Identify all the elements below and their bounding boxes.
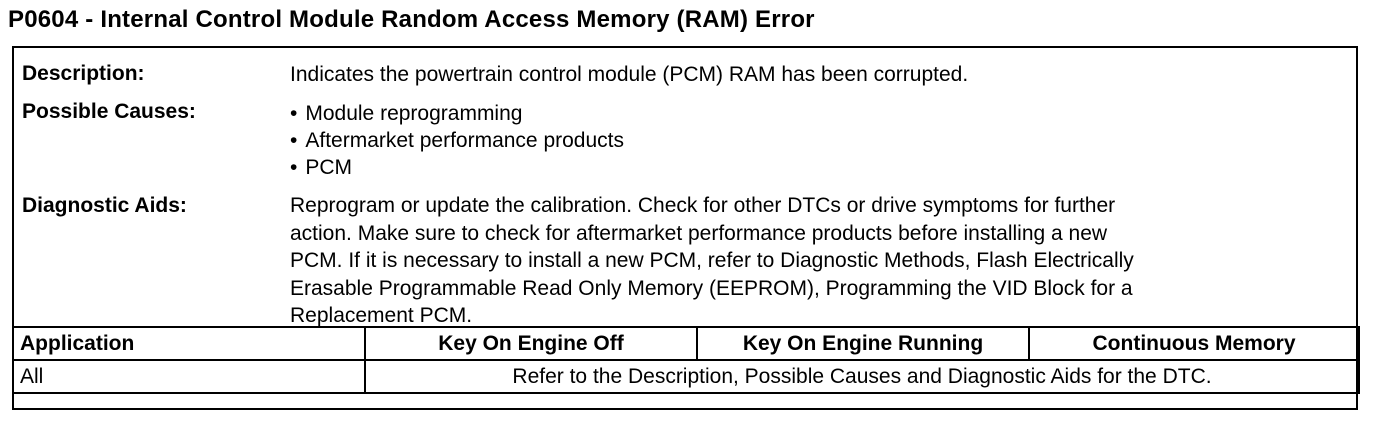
diagnostic-aids-label: Diagnostic Aids: <box>22 194 187 217</box>
application-table: Application Key On Engine Off Key On Eng… <box>12 326 1360 394</box>
diagnostic-aids-text: Reprogram or update the calibration. Che… <box>290 192 1134 330</box>
table-row: All Refer to the Description, Possible C… <box>12 359 1360 394</box>
dtc-info-box: Description: Indicates the powertrain co… <box>12 46 1360 410</box>
possible-causes-list: Module reprogramming Aftermarket perform… <box>290 100 624 181</box>
cell-note: Refer to the Description, Possible Cause… <box>364 359 1360 394</box>
header-key-on-engine-running: Key On Engine Running <box>696 326 1030 361</box>
text-line: action. Make sure to check for aftermark… <box>290 221 1108 245</box>
text-line: PCM. If it is necessary to install a new… <box>290 249 1134 272</box>
list-item: Module reprogramming <box>290 100 624 127</box>
text-line: Erasable Programmable Read Only Memory (… <box>290 276 1133 300</box>
page-title: P0604 - Internal Control Module Random A… <box>8 6 815 33</box>
list-item: Aftermarket performance products <box>290 127 624 154</box>
header-key-on-engine-off: Key On Engine Off <box>364 326 698 361</box>
list-item: PCM <box>290 154 624 181</box>
text-line: Reprogram or update the calibration. Che… <box>290 194 1116 217</box>
description-label: Description: <box>22 62 145 85</box>
possible-causes-label: Possible Causes: <box>22 100 196 123</box>
cell-application: All <box>12 359 366 394</box>
header-application: Application <box>12 326 366 361</box>
header-continuous-memory: Continuous Memory <box>1028 326 1360 361</box>
description-text: Indicates the powertrain control module … <box>290 63 969 86</box>
table-header-row: Application Key On Engine Off Key On Eng… <box>12 326 1360 361</box>
text-line: Replacement PCM. <box>290 304 473 327</box>
